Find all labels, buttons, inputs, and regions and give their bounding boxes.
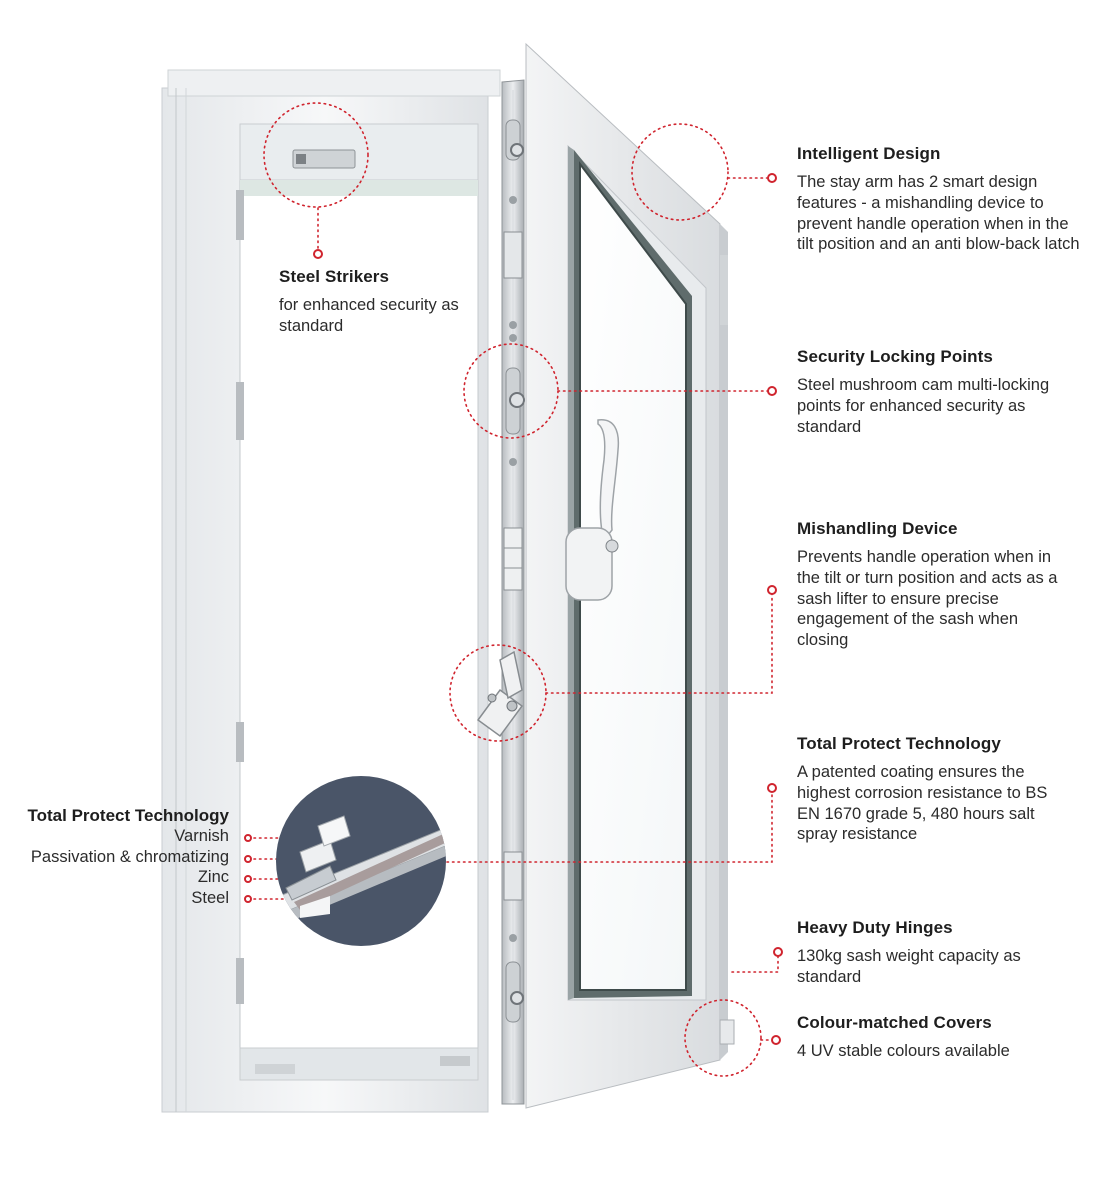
- coating-layers-title: Total Protect Technology: [27, 806, 230, 825]
- mishandling-device-title: Mishandling Device: [797, 519, 958, 538]
- intelligent-design-title: Intelligent Design: [797, 144, 941, 163]
- coating-cross-section-icon: [276, 776, 446, 946]
- mishandling-device-text: Prevents handle operation when in the ti…: [797, 548, 1058, 650]
- steel-strikers-title: Steel Strikers: [279, 267, 390, 286]
- layer-label-zinc: Zinc: [197, 868, 229, 886]
- outer-frame: [161, 69, 501, 1113]
- handle-icon: [565, 419, 620, 601]
- callout-leaders: [253, 102, 779, 1077]
- intelligent-design-text: The stay arm has 2 smart design features…: [797, 173, 1080, 254]
- stay-arm-icon: [476, 650, 524, 738]
- layer-label-steel: Steel: [191, 889, 229, 907]
- total-protect-technology-text: A patented coating ensures the highest c…: [797, 763, 1048, 844]
- heavy-duty-hinges-title: Heavy Duty Hinges: [797, 918, 953, 937]
- heavy-duty-hinges-text: 130kg sash weight capacity as standard: [797, 947, 1021, 986]
- security-locking-points-title: Security Locking Points: [797, 347, 993, 366]
- colour-matched-covers-text: 4 UV stable colours available: [797, 1042, 1010, 1060]
- layer-label-varnish: Varnish: [174, 827, 229, 845]
- colour-matched-covers-title: Colour-matched Covers: [797, 1013, 992, 1032]
- steel-strikers-text: for enhanced security as standard: [279, 296, 459, 335]
- layer-label-passivation: Passivation & chromatizing: [30, 848, 229, 866]
- callout-markers: [244, 173, 783, 1045]
- total-protect-technology-title: Total Protect Technology: [797, 734, 1001, 753]
- security-locking-points-text: Steel mushroom cam multi-locking points …: [797, 376, 1050, 436]
- sash: [525, 42, 735, 1109]
- locking-cam-icon: [503, 119, 525, 1023]
